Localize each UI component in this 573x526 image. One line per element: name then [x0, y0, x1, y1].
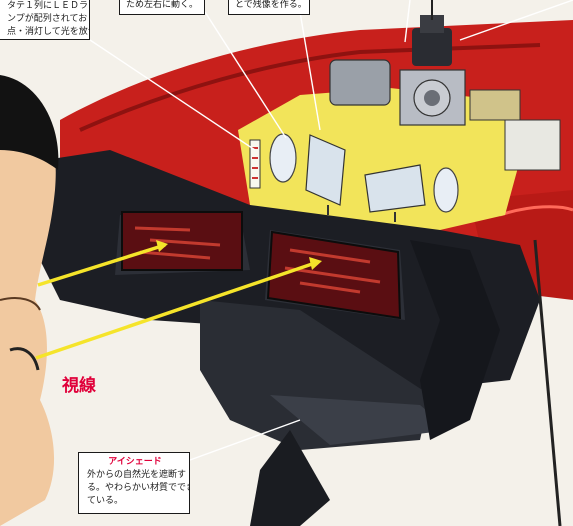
callout-led-array-line-1: タテ１列にＬＥＤラ	[7, 1, 89, 11]
callout-led-array-line-2: ンプが配列されており	[7, 14, 90, 24]
leader-lines	[89, 0, 573, 461]
callout-afterimage: とで残像を作る。	[228, 0, 310, 15]
gaze-label: 視線	[62, 376, 96, 396]
callout-mirror-motion-line-1: ため左右に動く。	[126, 0, 199, 10]
mirror-icon	[305, 134, 426, 222]
callout-eye-shade-line-1: 外からの自然光を遮断す	[87, 470, 187, 480]
focus-knob	[412, 0, 452, 66]
viewer-face-icon	[0, 75, 59, 526]
led-array-icon	[249, 139, 261, 189]
motor-icon	[329, 59, 561, 171]
callout-eye-shade-title: アイシェード	[108, 457, 162, 467]
callout-mirror-motion: ため左右に動く。	[119, 0, 205, 15]
sight-lines	[35, 240, 322, 360]
callout-eye-shade-line-2: る。やわらかい材質ででき	[87, 483, 190, 493]
callout-led-array-line-3: 点・消灯して光を放つ。	[7, 27, 89, 37]
callout-led-array: タテ１列にＬＥＤラ ンプが配列されており 点・消灯して光を放つ。	[0, 0, 90, 40]
callout-eye-shade: アイシェード 外からの自然光を遮断す る。やわらかい材質ででき ている。	[78, 452, 190, 514]
eyepiece-icon	[121, 211, 402, 320]
eye-shade-icon	[200, 239, 562, 526]
callout-afterimage-line-1: とで残像を作る。	[235, 0, 307, 10]
callout-eye-shade-line-3: ている。	[87, 496, 124, 506]
